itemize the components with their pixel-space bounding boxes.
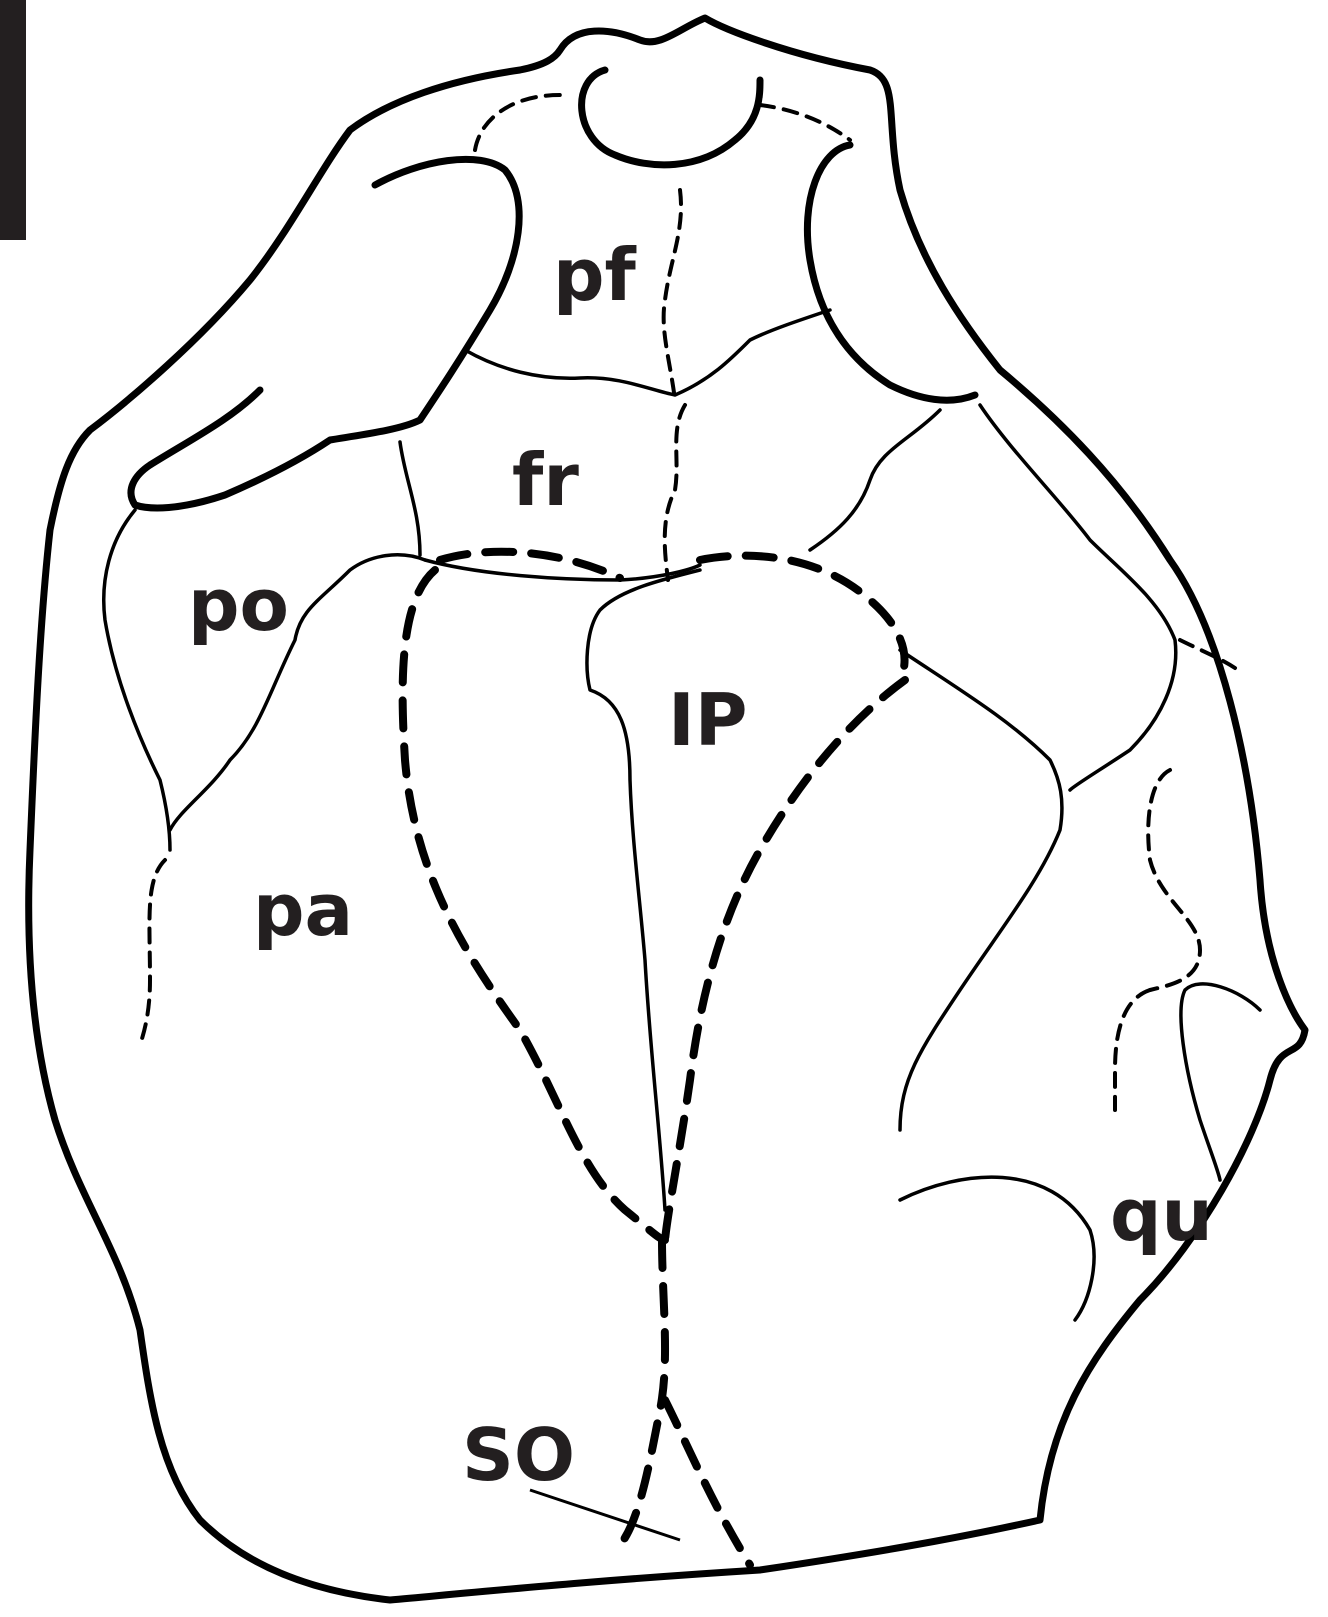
scale-bar [0, 0, 26, 240]
right-lateral-suture-2 [900, 650, 1062, 1130]
right-dashed-ridge [665, 680, 905, 1240]
qu-arc [900, 1177, 1094, 1320]
right-orbit [807, 145, 975, 400]
midline-dashed-posterior [620, 1240, 665, 1545]
right-dashed-tab [1180, 640, 1235, 668]
left-orbit [131, 159, 519, 508]
ip-bone-outline [587, 570, 700, 1210]
po-lateral-dashed [140, 860, 165, 1045]
qu-dashed-upper [1148, 770, 1200, 990]
label-so: SO [462, 1413, 575, 1497]
label-ip: IP [668, 678, 748, 762]
fr-posterior-dashed [440, 552, 905, 680]
label-fr: fr [512, 438, 579, 522]
qu-hook [1181, 984, 1260, 1180]
pf-anterior-suture [475, 95, 850, 150]
pf-midline [664, 190, 681, 400]
po-outer-suture [104, 510, 170, 850]
label-qu: qu [1110, 1173, 1213, 1257]
right-lateral-suture [980, 405, 1176, 790]
left-dashed-ridge [403, 570, 665, 1240]
so-leader-line [530, 1490, 680, 1540]
fr-right-suture [810, 410, 940, 550]
fr-midline [665, 405, 685, 580]
label-pa: pa [253, 868, 353, 952]
qu-dashed-lower [1115, 990, 1150, 1110]
pf-anterior-notch [582, 70, 760, 165]
pf-fr-suture [465, 310, 830, 395]
fr-left-suture [400, 442, 420, 555]
label-po: po [188, 563, 289, 647]
label-pf: pf [553, 233, 637, 317]
fr-posterior-suture [425, 560, 700, 580]
